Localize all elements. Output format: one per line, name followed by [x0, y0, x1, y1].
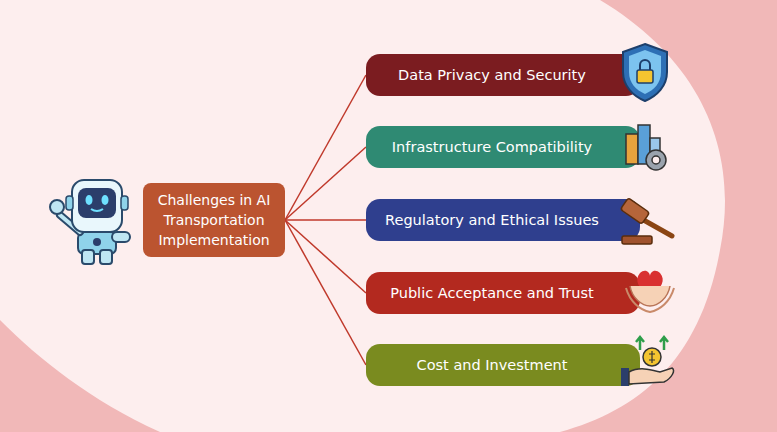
node-label: Infrastructure Compatibility	[392, 139, 592, 155]
challenge-pill: Cost and Investment	[366, 344, 640, 386]
connector-line	[285, 220, 366, 365]
topic-box: Challenges in AI Transportation Implemen…	[143, 183, 285, 257]
node-label: Data Privacy and Security	[398, 67, 586, 83]
connector-line	[285, 219, 366, 221]
node-label: Public Acceptance and Trust	[390, 285, 594, 301]
connector-line	[285, 147, 366, 220]
node-label: Cost and Investment	[417, 357, 568, 373]
challenge-pill: Data Privacy and Security	[366, 54, 640, 96]
challenge-pill: Regulatory and Ethical Issues	[366, 199, 640, 241]
robot-illustration	[50, 180, 130, 264]
node-label: Regulatory and Ethical Issues	[385, 212, 599, 228]
connector-line	[285, 220, 366, 293]
connector-line	[285, 75, 366, 220]
node-label: Challenges in AI Transportation Implemen…	[151, 190, 277, 250]
challenge-pill: Infrastructure Compatibility	[366, 126, 640, 168]
challenge-pill: Public Acceptance and Trust	[366, 272, 640, 314]
